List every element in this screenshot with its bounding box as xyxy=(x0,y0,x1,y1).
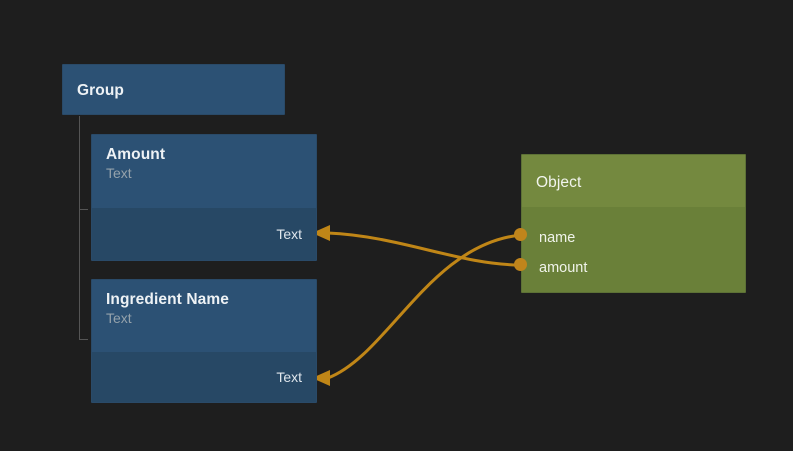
node-amount-output-port[interactable]: Text xyxy=(276,226,302,242)
node-amount-title: Amount xyxy=(106,146,166,163)
node-ingredient-name-output-port[interactable]: Text xyxy=(276,369,302,385)
node-group[interactable]: Group xyxy=(62,64,285,115)
node-ingredient-name-header: Ingredient Name Text xyxy=(92,280,316,352)
node-object-input-port-name[interactable]: name xyxy=(539,230,576,246)
node-amount-header: Amount Text xyxy=(92,135,316,208)
port-dot-name[interactable] xyxy=(514,228,527,241)
node-object[interactable]: Object name amount xyxy=(521,154,746,293)
node-ingredient-name-subtitle: Text xyxy=(106,310,132,326)
node-object-body: name amount xyxy=(522,207,745,292)
node-group-title: Group xyxy=(77,81,124,99)
node-object-input-port-amount[interactable]: amount xyxy=(539,260,588,276)
wire-amount xyxy=(326,231,523,267)
node-amount-body: Text xyxy=(92,208,316,260)
node-amount[interactable]: Amount Text Text xyxy=(91,134,317,261)
group-tree-vertical-line xyxy=(79,116,80,340)
node-amount-subtitle: Text xyxy=(106,165,132,181)
node-ingredient-name-title: Ingredient Name xyxy=(106,291,229,308)
node-ingredient-name[interactable]: Ingredient Name Text Text xyxy=(91,279,317,403)
port-dot-amount[interactable] xyxy=(514,258,527,271)
group-tree-tick-amount xyxy=(79,209,88,210)
node-object-title: Object xyxy=(536,173,582,191)
node-group-header: Group xyxy=(63,65,284,114)
node-ingredient-name-body: Text xyxy=(92,352,316,402)
node-object-header: Object xyxy=(522,155,745,207)
group-tree-tick-ingredient-name xyxy=(79,339,88,340)
wire-name xyxy=(326,233,523,380)
